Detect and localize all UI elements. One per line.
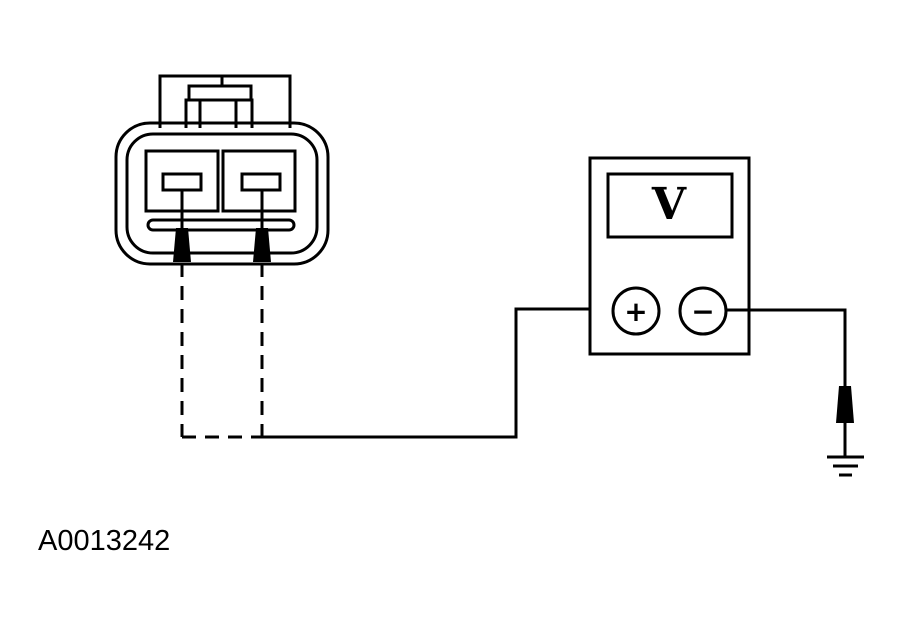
negative-lead-wire	[726, 308, 847, 388]
positive-terminal-sign: +	[624, 295, 647, 328]
voltmeter-display-text: V	[651, 179, 687, 230]
probe-tip-2	[253, 228, 271, 262]
positive-terminal	[611, 286, 661, 336]
probe-tip-1	[173, 228, 191, 262]
connector-latch	[158, 74, 292, 128]
voltmeter: V + −	[588, 156, 751, 356]
dashed-wires	[180, 263, 264, 439]
connector-housing	[114, 121, 330, 266]
voltmeter-display	[606, 172, 734, 239]
positive-lead-wire	[262, 307, 613, 439]
negative-terminal-sign: −	[691, 295, 714, 328]
back-probes	[173, 190, 271, 262]
connector-pin-1	[161, 172, 203, 192]
connector-cavity-2	[221, 149, 297, 213]
ground-symbol	[827, 455, 864, 477]
figure-id-label: A0013242	[38, 525, 171, 557]
ground-probe	[836, 386, 854, 423]
connector	[114, 74, 330, 266]
connector-pin-2	[240, 172, 282, 192]
